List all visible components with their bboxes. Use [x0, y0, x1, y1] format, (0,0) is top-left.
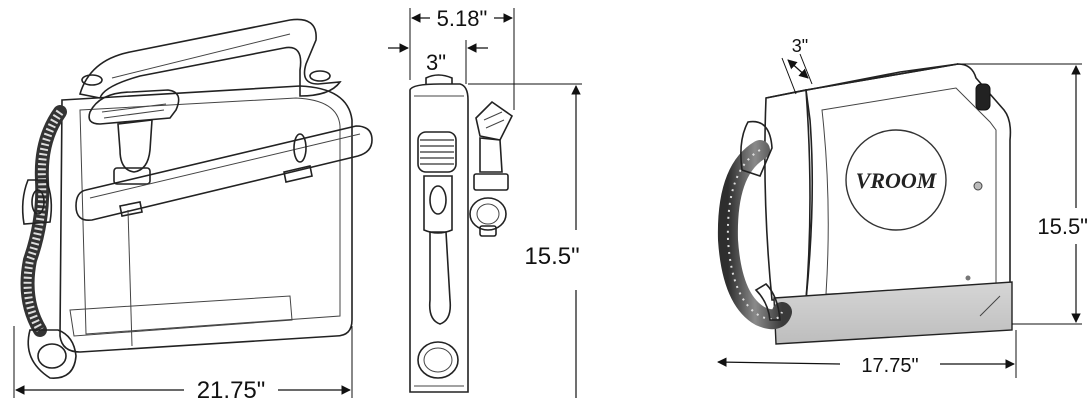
front-extension-tube	[75, 125, 373, 222]
front-width-label: 21.75"	[197, 377, 266, 400]
iso-logo-circle	[845, 129, 947, 231]
iso-view-vacuum: VROOM	[717, 63, 1013, 345]
side-depth-total-dimension: 5.18"	[409, 6, 515, 110]
iso-depth-label: 3"	[792, 36, 808, 56]
front-hose	[20, 105, 77, 379]
side-depth-total-label: 5.18"	[437, 6, 488, 31]
side-body	[409, 83, 469, 393]
side-view-vacuum	[409, 74, 514, 393]
iso-hose	[717, 120, 792, 330]
front-brush-attachment	[88, 89, 180, 185]
side-height-dimension: 15.5"	[468, 83, 582, 398]
iso-side-panel	[764, 89, 814, 301]
side-depth-body-label: 3"	[426, 50, 446, 75]
front-width-dimension: 21.75"	[13, 326, 353, 400]
side-hose-ring	[469, 197, 507, 237]
iso-base	[773, 281, 1013, 345]
iso-height-label: 15.5"	[1037, 214, 1088, 239]
iso-width-label: 17.75"	[861, 355, 918, 377]
side-brush-attachment	[473, 100, 514, 191]
front-view-vacuum	[20, 18, 373, 379]
iso-logo-text: VROOM	[856, 168, 938, 193]
side-hose-coil	[417, 131, 459, 379]
front-base	[69, 295, 293, 337]
iso-depth-dimension: 3"	[781, 36, 813, 95]
iso-width-dimension: 17.75"	[717, 330, 1017, 378]
side-depth-body-dimension: 3"	[388, 40, 488, 84]
front-carry-handle	[78, 18, 342, 99]
iso-height-dimension: 15.5"	[958, 63, 1088, 325]
iso-top-knob	[975, 83, 991, 111]
iso-main-face	[805, 63, 1012, 301]
front-body	[59, 85, 353, 353]
side-height-label: 15.5"	[524, 243, 579, 270]
